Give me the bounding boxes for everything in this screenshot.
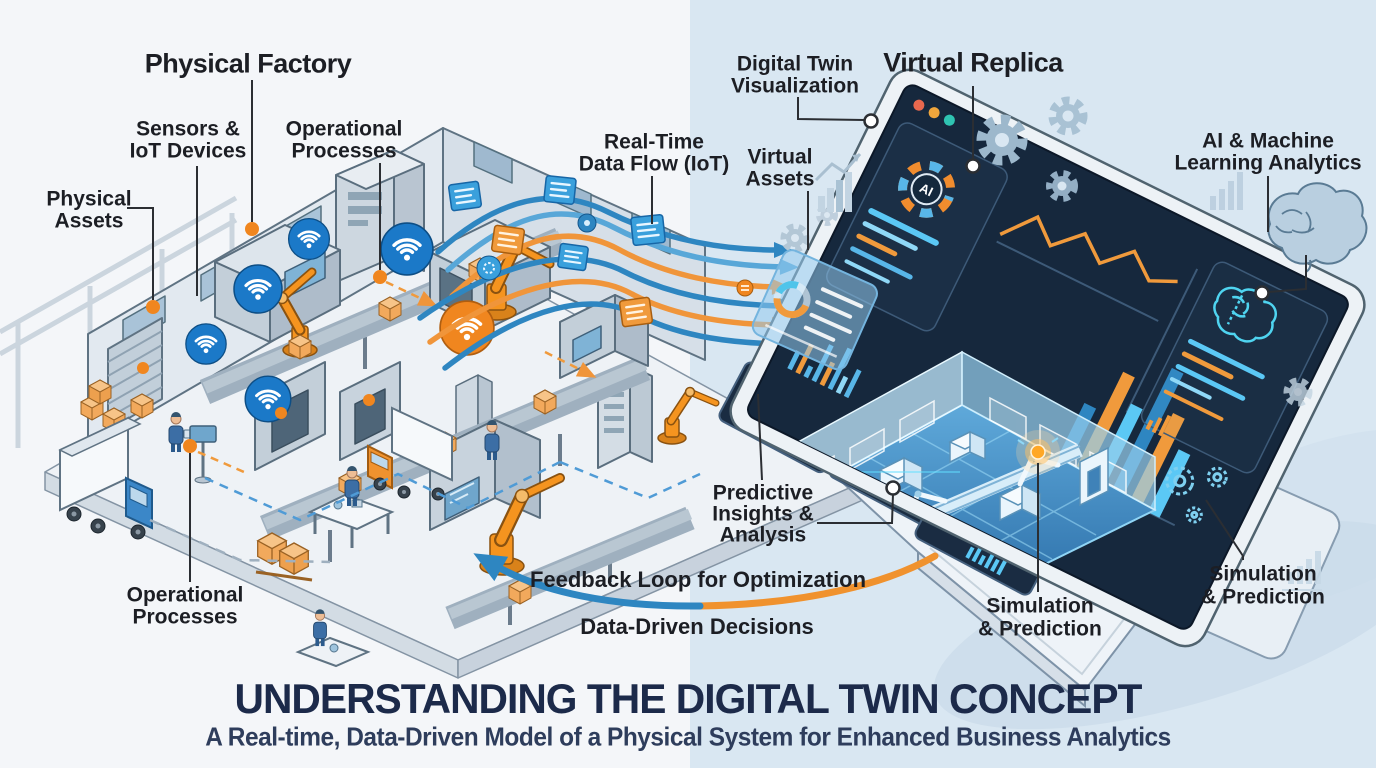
label-physical-assets-line1: Physical bbox=[46, 187, 132, 211]
label-predictive-line2: Insights & bbox=[712, 502, 814, 526]
feedback-loop-arrow bbox=[473, 552, 939, 610]
label-realtime-line1: Real-Time bbox=[604, 130, 704, 154]
wifi-icon bbox=[287, 217, 331, 261]
ai-badge-text: AI bbox=[917, 180, 935, 199]
window-dot-yellow bbox=[928, 107, 940, 119]
brain-icon-screen bbox=[1213, 286, 1277, 343]
wifi-icon bbox=[380, 222, 434, 276]
page-subtitle: A Real-time, Data-Driven Model of a Phys… bbox=[205, 721, 1171, 752]
data-chip-icon bbox=[630, 213, 666, 247]
floor-routes bbox=[149, 280, 701, 564]
bars-faint-icon-2 bbox=[1282, 551, 1322, 591]
data-chip-icon-orange bbox=[618, 296, 654, 328]
label-virtual-replica: Virtual Replica bbox=[883, 47, 1063, 78]
workers bbox=[168, 412, 500, 647]
leader-lines bbox=[127, 80, 1307, 592]
truck-blue bbox=[58, 416, 153, 540]
data-chip-icon bbox=[447, 180, 483, 212]
ai-gear-icon: AI bbox=[898, 160, 956, 218]
mini-gears-icon bbox=[1165, 466, 1228, 524]
virtual-assets-panel bbox=[751, 249, 878, 371]
monitor: AI bbox=[729, 68, 1366, 648]
label-operational-top-line1: Operational bbox=[285, 117, 403, 141]
worker bbox=[344, 466, 360, 506]
wifi-icon bbox=[233, 264, 283, 314]
window-dot-red bbox=[913, 99, 925, 111]
label-ai-ml-line2: Learning Analytics bbox=[1174, 151, 1362, 175]
simulation-glow-orb bbox=[1016, 430, 1060, 474]
robot-arm-icon bbox=[657, 386, 720, 445]
screen-right-column bbox=[1140, 261, 1329, 524]
label-sim-right-line2: & Prediction bbox=[1201, 585, 1325, 609]
data-chip-icon bbox=[557, 242, 589, 272]
label-predictive-line1: Predictive bbox=[712, 481, 814, 505]
sensor-dots bbox=[137, 222, 387, 453]
brain-icon-outline bbox=[1267, 182, 1368, 273]
chart-trend-icon bbox=[814, 153, 862, 212]
data-chip-icon bbox=[543, 175, 577, 205]
label-operational-bottom-line1: Operational bbox=[126, 583, 244, 607]
label-physical-factory: Physical Factory bbox=[144, 48, 352, 79]
mini-bars-icon bbox=[1145, 414, 1172, 437]
bench-bottom bbox=[295, 636, 371, 668]
label-sim-right-line1: Simulation bbox=[1209, 562, 1317, 586]
gear-pair-icon bbox=[780, 204, 838, 253]
label-realtime-line2: Data Flow (IoT) bbox=[578, 152, 730, 176]
label-digital-twin-line1: Digital Twin bbox=[736, 52, 854, 76]
gear-faint-icon bbox=[1283, 377, 1313, 407]
label-operational-top-line2: Processes bbox=[291, 139, 397, 163]
worker bbox=[313, 609, 327, 647]
label-sensors-line1: Sensors & bbox=[136, 117, 240, 141]
bars-faint-icon bbox=[1210, 172, 1243, 210]
screen-line-chart bbox=[996, 214, 1178, 322]
data-chips bbox=[447, 175, 754, 328]
ai-dashboard-card: AI bbox=[826, 122, 1008, 332]
label-virtual-assets-line1: Virtual bbox=[747, 145, 813, 169]
label-ai-ml-line1: AI & Machine bbox=[1202, 129, 1334, 153]
label-physical-assets-line2: Assets bbox=[54, 209, 124, 233]
label-sensors-line2: IoT Devices bbox=[129, 139, 247, 163]
label-data-driven: Data-Driven Decisions bbox=[580, 614, 814, 639]
gear-cluster-icon bbox=[976, 96, 1088, 202]
label-virtual-assets-line2: Assets bbox=[745, 167, 815, 191]
data-chip-icon-orange bbox=[490, 224, 526, 256]
window-dot-green bbox=[943, 114, 955, 126]
connector-circles bbox=[863, 113, 1270, 496]
label-sim-center-line1: Simulation bbox=[986, 594, 1094, 618]
truck-orange bbox=[367, 406, 453, 501]
label-digital-twin-line2: Visualization bbox=[731, 74, 859, 98]
wifi-icon bbox=[185, 323, 227, 365]
page-title: UNDERSTANDING THE DIGITAL TWIN CONCEPT bbox=[234, 675, 1143, 722]
label-operational-bottom-line2: Processes bbox=[132, 605, 238, 629]
label-sim-center-line2: & Prediction bbox=[978, 617, 1102, 641]
worker bbox=[484, 420, 500, 460]
label-predictive-line3: Analysis bbox=[719, 523, 807, 547]
label-feedback-loop: Feedback Loop for Optimization bbox=[529, 567, 867, 592]
worker bbox=[168, 412, 195, 452]
